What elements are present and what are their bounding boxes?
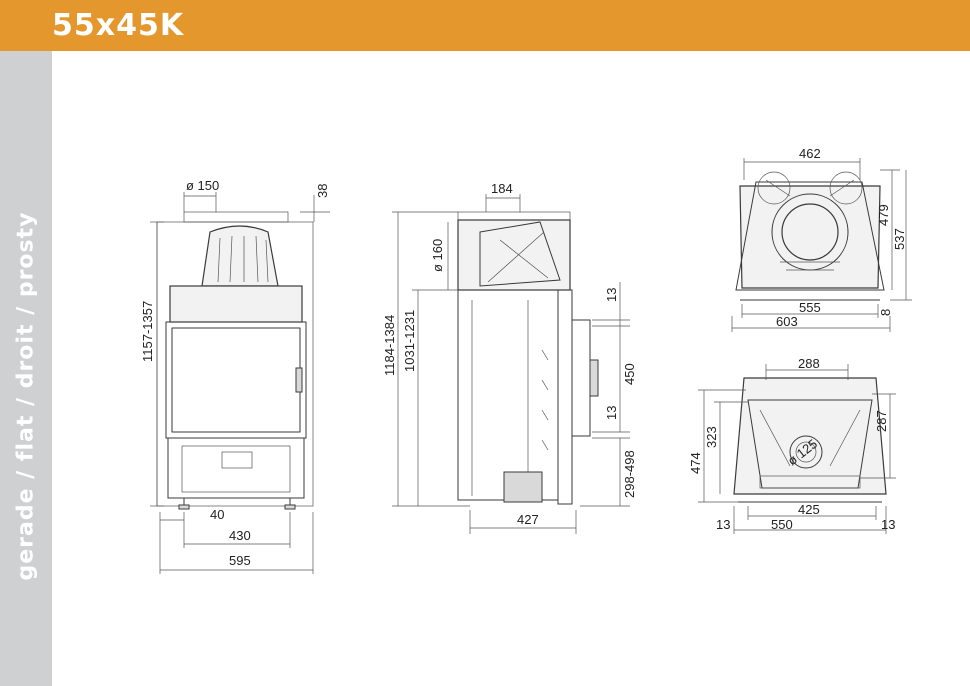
dim-side-450: 450 xyxy=(622,363,637,385)
dim-top-603: 603 xyxy=(776,314,798,329)
dim-top-479: 479 xyxy=(876,204,891,226)
dim-side-flue: 184 xyxy=(491,181,513,196)
sidebar-strip: gerade / flat / droit / prosty xyxy=(0,51,52,686)
dim-bottom-474: 474 xyxy=(688,452,703,474)
dim-side-flue-diam: ø 160 xyxy=(430,239,445,272)
bottom-view: ø 125 288 287 323 474 425 550 13 13 xyxy=(688,356,896,534)
dim-top-8: 8 xyxy=(878,309,893,316)
dim-bottom-288: 288 xyxy=(798,356,820,371)
dim-side-depth: 427 xyxy=(517,512,539,527)
dim-bottom-550: 550 xyxy=(771,517,793,532)
model-title: 55x45K xyxy=(52,8,185,43)
dim-top-555: 555 xyxy=(799,300,821,315)
dim-bottom-13-left: 13 xyxy=(716,517,730,532)
dim-bottom-323: 323 xyxy=(704,426,719,448)
top-view: 462 479 537 555 8 603 xyxy=(731,146,912,332)
dim-front-height: 1157-1357 xyxy=(140,301,155,362)
dim-bottom-13-right: 13 xyxy=(881,517,895,532)
dim-front-top: 38 xyxy=(315,184,330,198)
dim-top-462: 462 xyxy=(799,146,821,161)
dim-bottom-287: 287 xyxy=(874,410,889,432)
dim-front-width: 595 xyxy=(229,553,251,568)
dim-top-537: 537 xyxy=(892,228,907,250)
dim-side-13b: 13 xyxy=(604,406,619,420)
dim-front-inner: 430 xyxy=(229,528,251,543)
side-view: 184 ø 160 1184-1384 1031-1231 13 450 13 … xyxy=(382,181,637,534)
front-view: ø 150 38 1157-1357 40 430 595 xyxy=(140,178,330,574)
header-bar: 55x45K xyxy=(0,0,970,51)
dim-side-13a: 13 xyxy=(604,288,619,302)
dim-front-feet: 40 xyxy=(210,507,224,522)
dim-bottom-425: 425 xyxy=(798,502,820,517)
dim-side-298: 298-498 xyxy=(622,450,637,498)
dim-side-total: 1184-1384 xyxy=(382,315,397,376)
dim-side-lower: 1031-1231 xyxy=(402,310,417,372)
dim-front-flue: ø 150 xyxy=(186,178,219,193)
